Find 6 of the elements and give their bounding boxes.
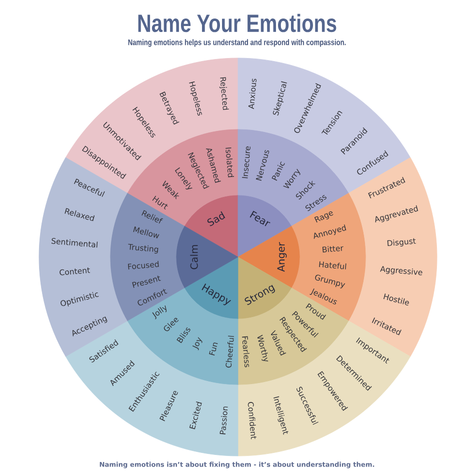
core-emotion-label: Fear <box>250 210 270 226</box>
title: Name Your Emotions <box>138 14 336 32</box>
core-emotion-label: Calm <box>190 245 198 270</box>
core-emotion-label: Anger <box>277 242 287 272</box>
subtitle: Naming emotions helps us understand and respond with compassion. <box>128 39 346 47</box>
core-emotion-label: Sad <box>207 211 226 226</box>
